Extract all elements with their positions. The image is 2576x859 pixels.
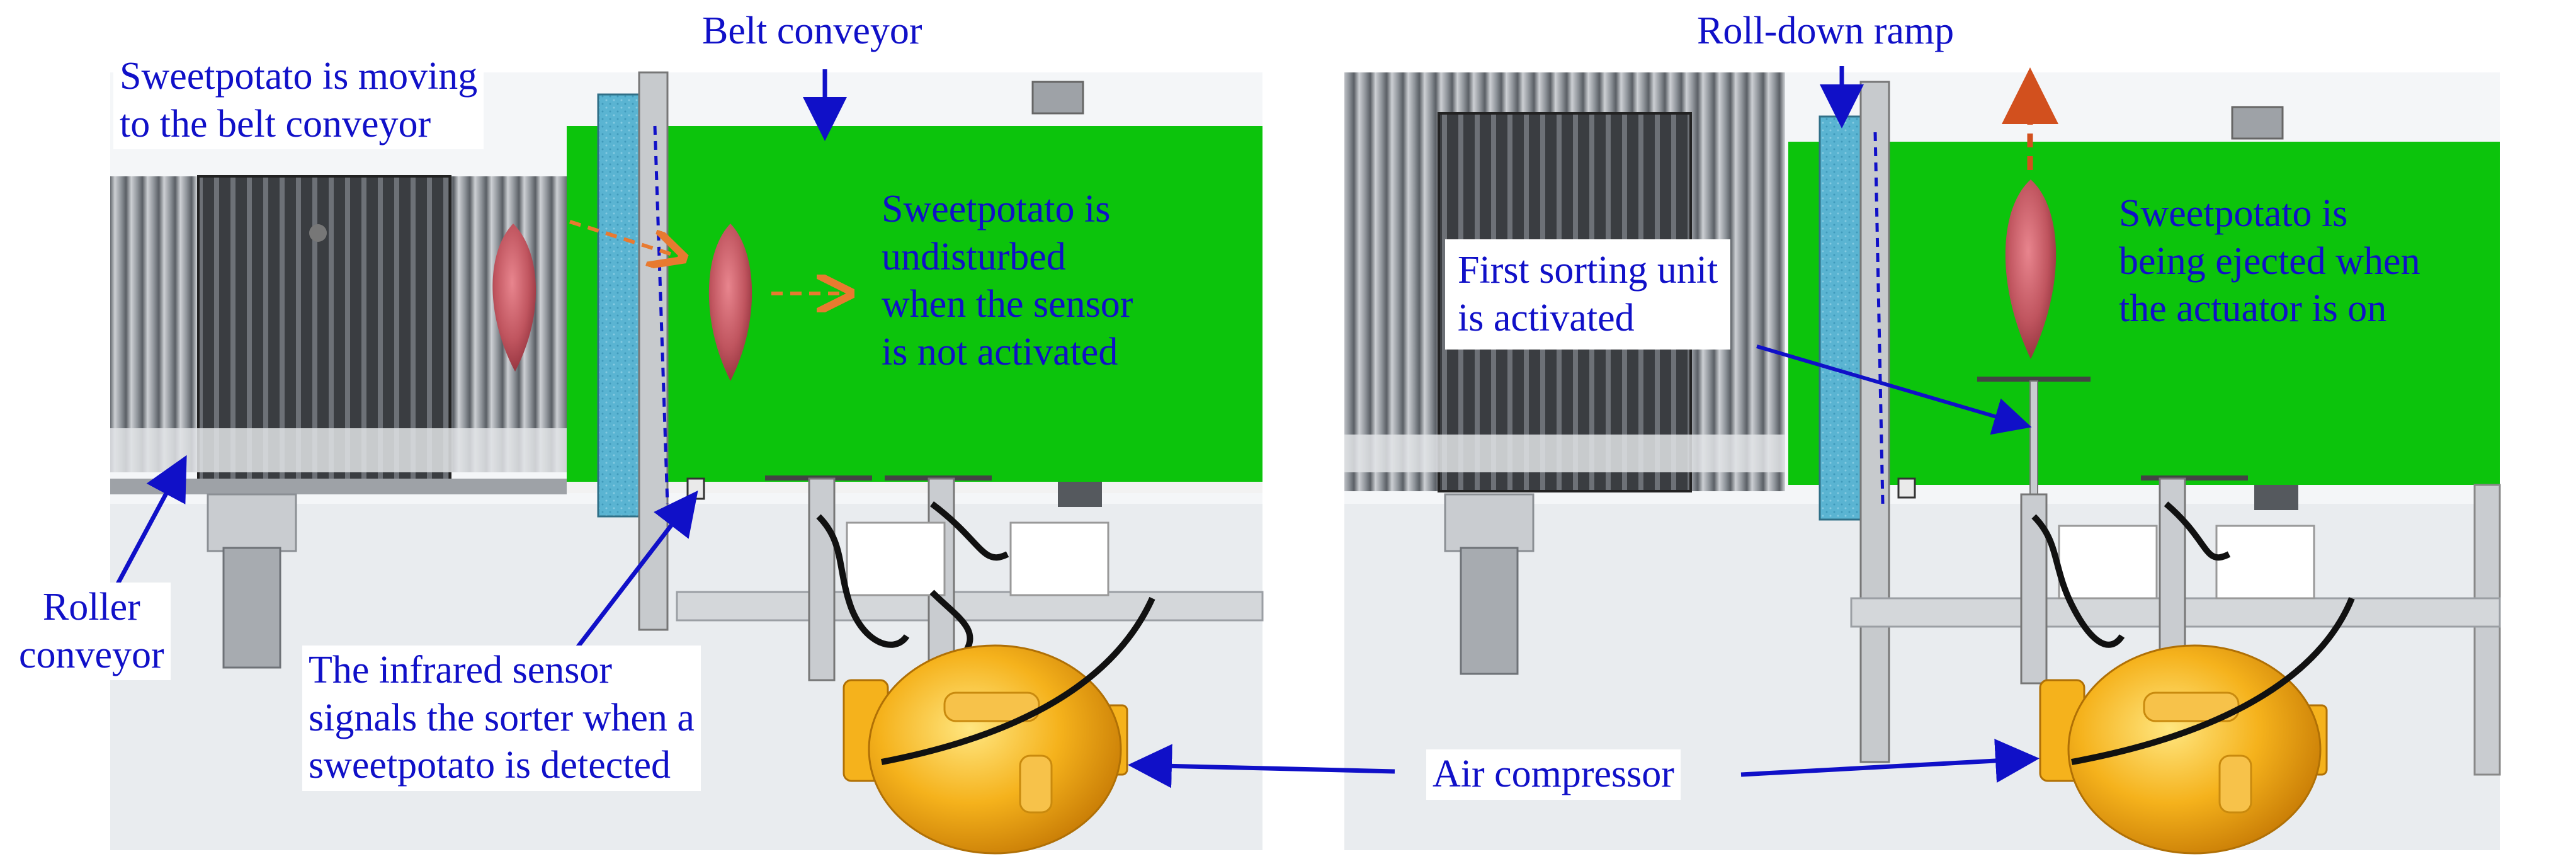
arrow-compressor-right (1740, 739, 2040, 783)
label-undisturbed: Sweetpotato is undisturbed when the sens… (882, 188, 1133, 373)
label-roll-down-ramp: Roll-down ramp (1691, 6, 1961, 57)
sweetpotato-on-belt (708, 224, 752, 381)
label-first-sorting-unit: First sorting unit is activated (1445, 239, 1731, 350)
sweetpotato-on-roller (492, 224, 536, 372)
sweetpotato-ejected (2005, 179, 2057, 359)
arrow-roller-conveyor (111, 455, 187, 593)
roller-conveyor (110, 175, 567, 494)
belt-conveyor-right (1788, 142, 2500, 485)
infrared-sensor (686, 477, 705, 500)
label-belt-conveyor: Belt conveyor (696, 6, 929, 57)
label-being-ejected: Sweetpotato is being ejected when the ac… (2119, 192, 2420, 331)
air-compressor-left (843, 596, 1155, 855)
label-air-compressor: Air compressor (1426, 749, 1681, 800)
right-panel (1344, 72, 2501, 855)
sorting-units-left (765, 475, 1109, 681)
arrow-first-sorting-unit (1756, 344, 2032, 435)
roller-conveyor-post (207, 493, 297, 552)
label-roller-conveyor: Roller conveyor (13, 583, 171, 681)
label-infrared-sensor: The infrared sensor signals the sorter w… (302, 646, 701, 791)
arrow-compressor-left (1128, 744, 1395, 788)
support-frame-left (676, 591, 1264, 622)
roll-down-ramp-left (597, 93, 640, 518)
roll-down-ramp (1819, 115, 1862, 521)
label-moving-to-belt: Sweetpotato is moving to the belt convey… (113, 52, 484, 150)
air-compressor-right (2039, 597, 2355, 855)
motion-arrow-to-belt (569, 220, 680, 257)
arrow-infrared-sensor (565, 490, 698, 663)
belt-conveyor (567, 126, 1262, 482)
annotation-arrows (111, 66, 2058, 788)
